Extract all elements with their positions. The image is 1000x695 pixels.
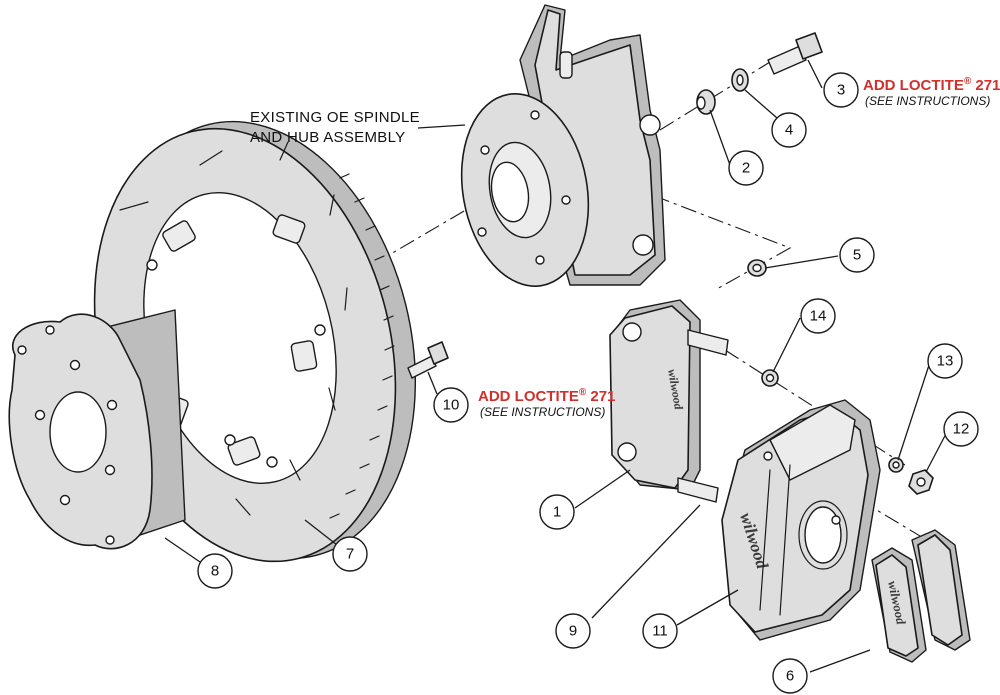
leader-9 bbox=[591, 504, 701, 619]
loctite-note-3-sub: (SEE INSTRUCTIONS) bbox=[865, 94, 990, 108]
spindle-hub-assembly bbox=[460, 4, 666, 287]
callout-6: 6 bbox=[772, 658, 808, 694]
callout-9: 9 bbox=[555, 613, 591, 649]
spacer-2 bbox=[696, 89, 716, 115]
callout-14-number: 14 bbox=[810, 308, 827, 325]
callout-6-number: 6 bbox=[786, 668, 794, 685]
callout-5: 5 bbox=[839, 237, 875, 273]
leader-1 bbox=[574, 469, 631, 509]
callout-13-number: 13 bbox=[937, 353, 954, 370]
leader-4 bbox=[744, 89, 778, 119]
callout-5-number: 5 bbox=[853, 247, 861, 264]
mounting-bolt-3 bbox=[767, 32, 823, 75]
callout-8: 8 bbox=[197, 553, 233, 589]
callout-13: 13 bbox=[927, 343, 963, 379]
loctite-note-bolt-10: ADD LOCTITE® 271 (SEE INSTRUCTIONS) bbox=[478, 387, 615, 419]
leader-2 bbox=[709, 109, 731, 166]
callout-7: 7 bbox=[332, 536, 368, 572]
callout-11-number: 11 bbox=[652, 623, 668, 640]
leader-7 bbox=[304, 519, 338, 546]
leader-13 bbox=[897, 361, 931, 461]
callout-1: 1 bbox=[539, 494, 575, 530]
centerline-bolt-3 bbox=[659, 61, 771, 131]
rotor-bolt-10 bbox=[407, 341, 449, 379]
brake-pads-6: wilwood bbox=[871, 529, 971, 663]
callout-8-number: 8 bbox=[211, 563, 219, 580]
callout-9-number: 9 bbox=[569, 623, 577, 640]
leader-10 bbox=[427, 371, 438, 395]
spindle-label-line1: EXISTING OE SPINDLE bbox=[250, 109, 420, 126]
callout-14: 14 bbox=[800, 298, 836, 334]
leader-12 bbox=[925, 429, 949, 473]
hat-adapter bbox=[8, 309, 186, 550]
callout-12-number: 12 bbox=[953, 421, 970, 438]
callout-7-number: 7 bbox=[346, 546, 354, 563]
leader-8 bbox=[164, 537, 201, 563]
callout-12: 12 bbox=[943, 411, 979, 447]
callout-3-number: 3 bbox=[837, 82, 845, 99]
caliper-bracket-1: wilwood bbox=[609, 299, 729, 503]
loctite-note-3-title: ADD LOCTITE® 271 bbox=[863, 76, 1000, 94]
nut-12 bbox=[908, 469, 934, 495]
washer-14 bbox=[761, 369, 779, 387]
callout-10-number: 10 bbox=[443, 397, 460, 414]
callout-2-number: 2 bbox=[742, 160, 750, 177]
callout-1-number: 1 bbox=[553, 504, 561, 521]
callout-11: 11 bbox=[642, 613, 678, 649]
leader-spindle-label bbox=[417, 124, 466, 129]
washer-4 bbox=[731, 68, 749, 92]
rotor bbox=[93, 120, 417, 563]
loctite-note-bolt-3: ADD LOCTITE® 271 (SEE INSTRUCTIONS) bbox=[863, 76, 1000, 108]
callout-2: 2 bbox=[728, 150, 764, 186]
callout-3: 3 bbox=[823, 72, 859, 108]
washer-5 bbox=[747, 259, 767, 277]
callout-4: 4 bbox=[771, 112, 807, 148]
rotor-vent-slots bbox=[329, 173, 395, 519]
caliper-11: wilwood bbox=[721, 399, 881, 641]
centerline-caliper-mount bbox=[599, 174, 792, 291]
loctite-note-10-title: ADD LOCTITE® 271 bbox=[478, 387, 615, 405]
loctite-note-10-sub: (SEE INSTRUCTIONS) bbox=[480, 405, 605, 419]
leader-5 bbox=[764, 255, 839, 269]
leader-lines bbox=[164, 59, 949, 673]
leader-3 bbox=[807, 59, 823, 89]
callout-4-number: 4 bbox=[785, 122, 793, 139]
callout-10: 10 bbox=[433, 387, 469, 423]
leader-14 bbox=[772, 317, 801, 373]
spindle-label-line2: AND HUB ASSEMBLY bbox=[250, 129, 405, 146]
washer-13 bbox=[888, 457, 904, 473]
leader-6 bbox=[809, 649, 871, 673]
leader-11 bbox=[676, 589, 739, 626]
